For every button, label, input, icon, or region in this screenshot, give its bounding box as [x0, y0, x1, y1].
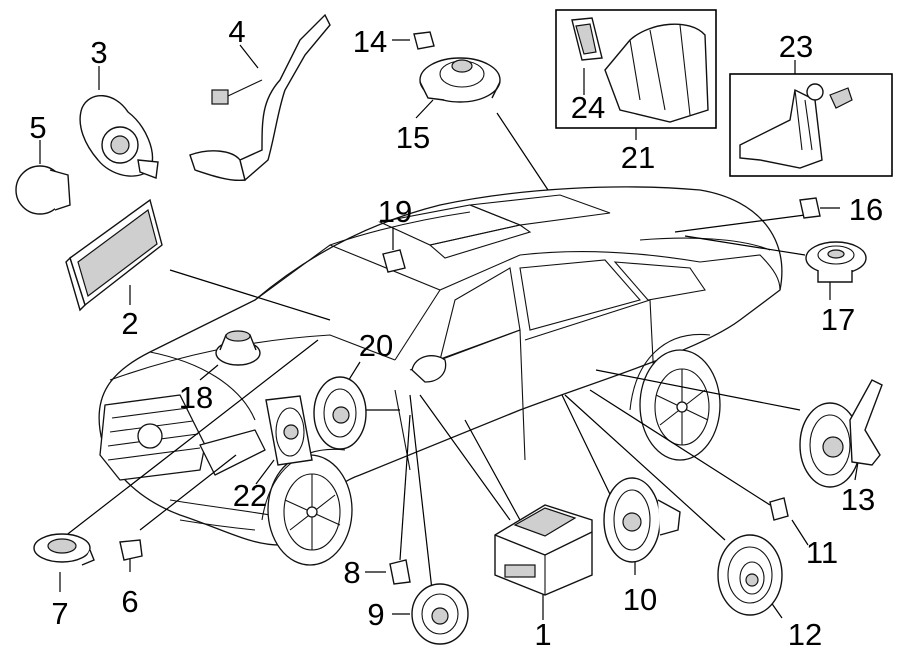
callout-1: 1	[534, 617, 551, 652]
part-clip-8	[389, 559, 411, 585]
part-nut-14	[413, 31, 435, 50]
callout-14: 14	[353, 24, 387, 59]
callout-labels: 1 2 3 4 5 6 7 8 9 10 11 12 13 14 15 16 1…	[29, 14, 883, 652]
vehicle-illustration	[98, 186, 783, 566]
part-clip-19	[382, 249, 406, 273]
callout-9: 9	[367, 597, 384, 632]
inset-box-23	[729, 73, 893, 177]
part-display-screen	[65, 198, 163, 312]
callout-3: 3	[90, 35, 107, 70]
part-speaker-13	[799, 379, 883, 488]
part-clip-16	[799, 197, 821, 219]
part-control-module	[494, 504, 593, 596]
callout-19: 19	[378, 194, 412, 229]
part-speaker-housing-22	[265, 395, 313, 466]
callout-8: 8	[343, 555, 360, 590]
callout-17: 17	[821, 302, 855, 337]
part-horn	[79, 94, 159, 179]
callout-24: 24	[571, 90, 605, 125]
part-speaker-10	[603, 477, 681, 563]
callout-16: 16	[849, 192, 883, 227]
part-cover-cap	[15, 165, 71, 215]
inset-box-21	[555, 9, 717, 129]
callout-21: 21	[621, 140, 655, 175]
callout-4: 4	[228, 14, 245, 49]
callout-2: 2	[121, 306, 138, 341]
callout-20: 20	[359, 328, 393, 363]
callout-15: 15	[396, 120, 430, 155]
callout-13: 13	[841, 482, 875, 517]
callout-11: 11	[806, 535, 838, 570]
part-clip-6	[119, 539, 143, 561]
callout-18: 18	[179, 380, 213, 415]
part-clip-11	[769, 497, 789, 521]
leader-lines	[39, 39, 859, 620]
part-speaker-9	[411, 583, 469, 645]
part-tweeter-7	[33, 533, 95, 566]
callout-6: 6	[121, 584, 138, 619]
part-speaker-12	[717, 534, 783, 616]
callout-7: 7	[51, 596, 68, 631]
part-speaker-15	[419, 57, 501, 103]
part-speaker-18	[215, 330, 261, 366]
callout-23: 23	[779, 29, 813, 64]
callout-12: 12	[788, 617, 822, 652]
callout-5: 5	[29, 110, 46, 145]
part-speaker-17	[805, 241, 867, 283]
callout-22: 22	[233, 478, 267, 513]
part-harness	[189, 13, 331, 182]
callout-10: 10	[623, 582, 657, 617]
part-speaker-20	[313, 376, 367, 450]
